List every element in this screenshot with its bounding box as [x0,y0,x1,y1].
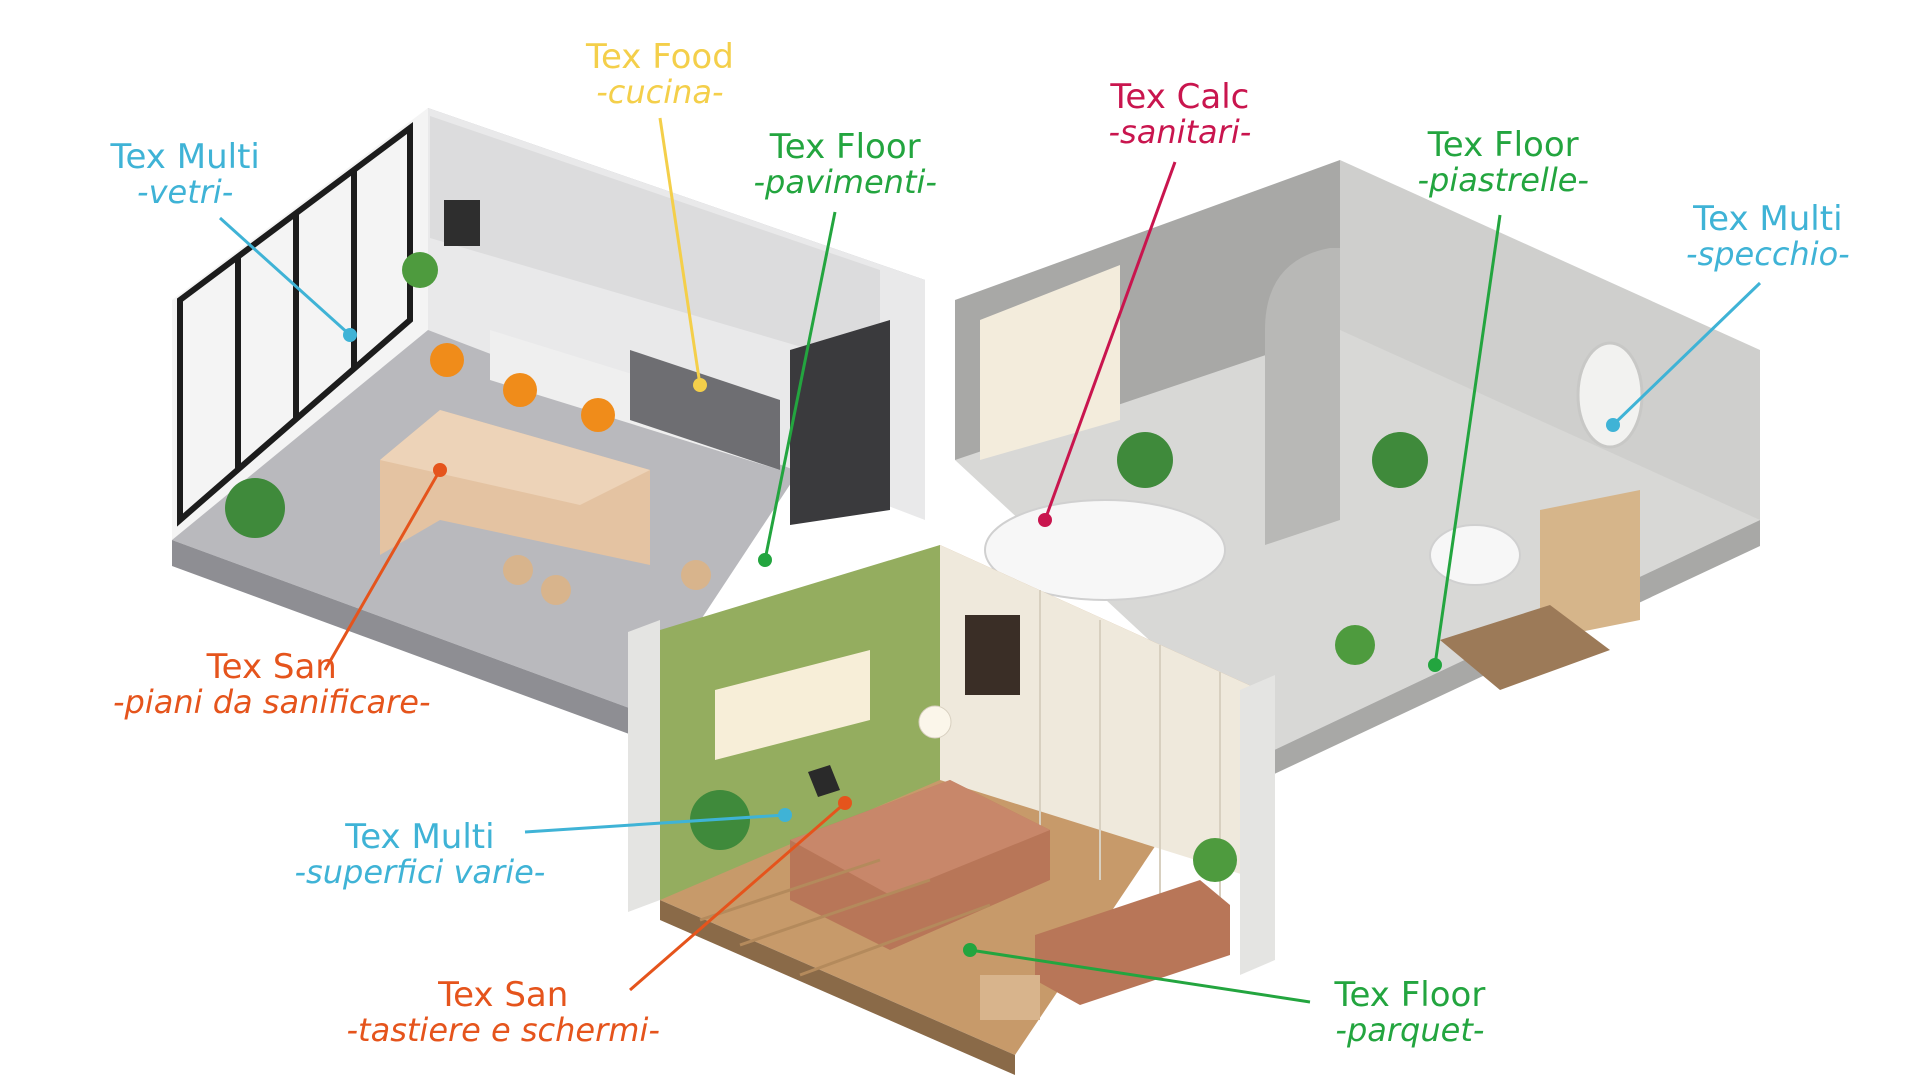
bedroom-floor-edge [660,900,1015,1075]
bathroom-right-wall [1340,160,1760,520]
leader-line-vetri [218,216,352,337]
bedroom-room [628,545,1275,1075]
callout-product: Tex Floor [1427,125,1579,165]
round-mirror [1576,341,1644,449]
bedroom-right-pillar [1240,675,1275,975]
callout-piastrelle: Tex Floor-piastrelle- [1417,125,1589,199]
pendant-lamp [430,343,464,377]
callout-product: Tex Floor [769,127,921,167]
callout-product: Tex Multi [345,817,495,857]
callout-product: Tex Multi [1693,199,1843,239]
callout-surface: -tastiere e schermi- [346,1010,660,1049]
toilet [1429,524,1521,586]
leader-line-piani [323,469,442,671]
callout-surface: -sanitari- [1108,112,1252,151]
callout-surface: -piastrelle- [1417,160,1589,199]
floor-lamp [918,705,952,739]
plant [1117,432,1173,488]
bathroom-vanity [1540,490,1640,640]
anchor-dot-vetri [343,328,357,342]
callout-surface: -pavimenti- [753,162,937,201]
anchor-dot-piastrelle [1428,658,1442,672]
bath-mat [1440,605,1610,690]
bedroom-window [715,650,870,760]
callout-piani: Tex San-piani da sanificare- [113,647,431,721]
kitchen-room [172,108,925,738]
callout-surface: -piani da sanificare- [113,682,431,721]
kitchen-marble-backsplash [430,116,880,370]
nightstand [980,975,1040,1020]
anchor-dot-superfici [778,808,792,822]
callout-tastiere: Tex San-tastiere e schermi- [346,975,660,1049]
anchor-dot-sanitari [1038,513,1052,527]
callout-product: Tex San [206,647,337,687]
leader-line-piastrelle [1433,214,1502,666]
callout-cucina: Tex Food-cucina- [586,37,734,111]
laptop [808,765,840,797]
leader-line-tastiere [629,801,846,992]
leader-line-parquet [969,948,1311,1004]
bar-stool [541,575,571,605]
callout-product: Tex Multi [110,137,260,177]
pendant-lamp [503,373,537,407]
plant [1335,625,1375,665]
leader-line-superfici [524,813,786,834]
shower-arch [1265,248,1340,545]
callout-surface: -superfici varie- [294,852,546,891]
anchor-dot-tastiere [838,796,852,810]
callout-superfici: Tex Multi-superfici varie- [294,817,546,891]
callout-product: Tex San [438,975,569,1015]
callout-surface: -cucina- [596,72,724,111]
bar-stool [681,560,711,590]
leader-line-pavimenti [763,211,837,561]
leader-line-sanitari [1043,161,1177,521]
leader-line-cucina [658,117,702,386]
callout-parquet: Tex Floor-parquet- [1334,975,1486,1049]
kitchen-fridge [790,320,890,525]
anchor-dot-pavimenti [758,553,772,567]
plant [1372,432,1428,488]
bedroom-left-pillar [628,620,660,912]
callout-sanitari: Tex Calc-sanitari- [1108,77,1252,151]
kitchen-island-top [380,410,650,505]
bar-stool [503,555,533,585]
callout-surface: -vetri- [137,172,234,211]
plant [225,478,285,538]
kitchen-picture [444,200,480,246]
callout-product: Tex Calc [1110,77,1250,117]
callout-vetri: Tex Multi-vetri- [110,137,260,211]
callout-specchio: Tex Multi-specchio- [1686,199,1850,273]
sofa [1035,880,1230,1005]
anchor-dot-piani [433,463,447,477]
bed-top [790,780,1050,895]
pendant-lamp [581,398,615,432]
anchor-dot-parquet [963,943,977,957]
callout-pavimenti: Tex Floor-pavimenti- [753,127,937,201]
bathroom-room [955,160,1760,776]
bedroom-picture [965,615,1020,695]
callout-product: Tex Floor [1334,975,1486,1015]
anchor-dot-specchio [1606,418,1620,432]
leader-lines [218,117,1762,1004]
plant [402,252,438,288]
parquet-stripes [699,858,991,977]
plant [1193,838,1237,882]
anchor-dot-cucina [693,378,707,392]
callout-surface: -parquet- [1335,1010,1485,1049]
callout-surface: -specchio- [1686,234,1850,273]
kitchen-floor-edge [172,540,640,738]
leader-line-specchio [1611,281,1762,427]
callout-product: Tex Food [586,37,734,77]
kitchen-oven-block [630,350,780,470]
